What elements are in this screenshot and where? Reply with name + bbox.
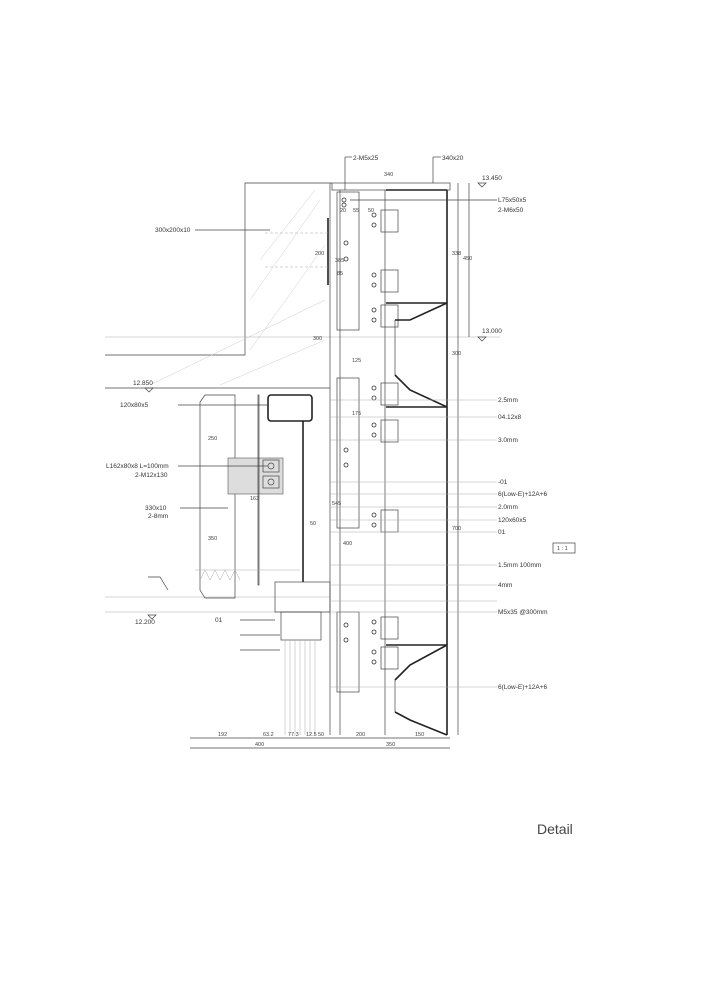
- drawing-label: 120x80x5: [120, 402, 149, 409]
- drawing-label: 2-M6x50: [498, 207, 524, 214]
- embed-plate: [265, 218, 329, 285]
- legend-box: [552, 542, 576, 554]
- drawing-label: 192: [218, 732, 227, 738]
- aluminum-panel: [384, 189, 448, 736]
- drawing-label: 6(Low-E)+12A+6: [498, 491, 548, 498]
- drawing-label: 330x10: [145, 505, 167, 512]
- left-labels: 120x80x5 L162x80x8 L=100mm 2-M12x130 330…: [106, 402, 280, 651]
- drawing-label: 2.5mm: [498, 397, 518, 404]
- drawing-label: 13.450: [482, 175, 502, 182]
- dim-545: 545: [332, 501, 341, 507]
- drawing-caption: Detail: [537, 821, 573, 837]
- drawing-label: 4mm: [498, 582, 512, 589]
- drawing-label: 200: [356, 732, 365, 738]
- dim-50: 50: [310, 521, 316, 527]
- drawing-label: 1 : 1: [557, 546, 568, 552]
- drawing-label: 13.000: [482, 328, 502, 335]
- dim-175: 175: [352, 411, 361, 417]
- dim-50b: 50: [368, 208, 374, 214]
- steel-tube-120x80: [267, 394, 313, 422]
- drawing-label: 63.2: [263, 732, 274, 738]
- drawing-label: 350: [386, 742, 395, 748]
- dim-55: 55: [353, 208, 359, 214]
- drawing-label: -01: [498, 479, 508, 486]
- top-labels: 2-M5x25 340x20 340 300x200x10 L75x50x5 2…: [155, 155, 527, 234]
- drawing-label: M5x35 @300mm: [498, 609, 548, 616]
- drawing-label: 150: [415, 732, 424, 738]
- drawing-label: L75x50x5: [498, 197, 527, 204]
- dim-200: 200: [315, 251, 324, 257]
- dim-125: 125: [352, 358, 361, 364]
- drawing-label: 01: [215, 617, 223, 624]
- drawing-label: 1.5mm 100mm: [498, 562, 541, 569]
- drawing-label: 2-M12x130: [135, 472, 168, 479]
- drawing-label: 77.3: [288, 732, 299, 738]
- drawing-label: 300x200x10: [155, 227, 191, 234]
- dim-300: 300: [452, 351, 461, 357]
- elevation-markers: 13.450 13.000 12.850 12.200: [133, 175, 502, 626]
- drawing-label: 2-M5x25: [353, 155, 379, 162]
- dim-250: 250: [208, 436, 217, 442]
- drawing-label: 12.5: [306, 732, 317, 738]
- dim-85: 85: [337, 271, 343, 277]
- dim-338: 338: [452, 251, 461, 257]
- drawing-label: 04.12x8: [498, 414, 522, 421]
- dim-300b: 300: [313, 336, 322, 342]
- dim-162: 162: [250, 496, 259, 502]
- concrete-slab: [105, 182, 332, 389]
- drawing-label: 340: [384, 172, 393, 178]
- drawing-label: 120x60x5: [498, 517, 527, 524]
- drawing-label: 01: [498, 529, 506, 536]
- top-cover-plate: [331, 182, 451, 191]
- left-cladding: [195, 394, 331, 735]
- drawing-label: 50: [318, 732, 324, 738]
- drawing-label: L162x80x8 L=100mm: [106, 463, 169, 470]
- bolts: [341, 197, 377, 665]
- dim-700: 700: [452, 526, 461, 532]
- drawing-label: 2-8mm: [148, 513, 168, 520]
- bracket-plates: [380, 209, 399, 670]
- dim-20: 20: [340, 208, 346, 214]
- right-labels: 2.5mm 04.12x8 3.0mm -01 6(Low-E)+12A+6 2…: [330, 397, 576, 691]
- drawing-label: 3.0mm: [498, 437, 518, 444]
- dim-385: 385: [335, 258, 344, 264]
- drawing-label: 12.850: [133, 380, 153, 387]
- dim-400: 400: [343, 541, 352, 547]
- dim-450: 450: [463, 256, 472, 262]
- bottom-dimensions: 192 63.2 77.3 12.5 50 200 150 400 350: [190, 732, 450, 749]
- drawing-label: 2.0mm: [498, 504, 518, 511]
- drawing-label: 6(Low-E)+12A+6: [498, 684, 548, 691]
- dim-350: 350: [208, 536, 217, 542]
- drawing-label: 12.200: [135, 619, 155, 626]
- drawing-label: 340x20: [442, 155, 464, 162]
- drawing-label: 400: [255, 742, 264, 748]
